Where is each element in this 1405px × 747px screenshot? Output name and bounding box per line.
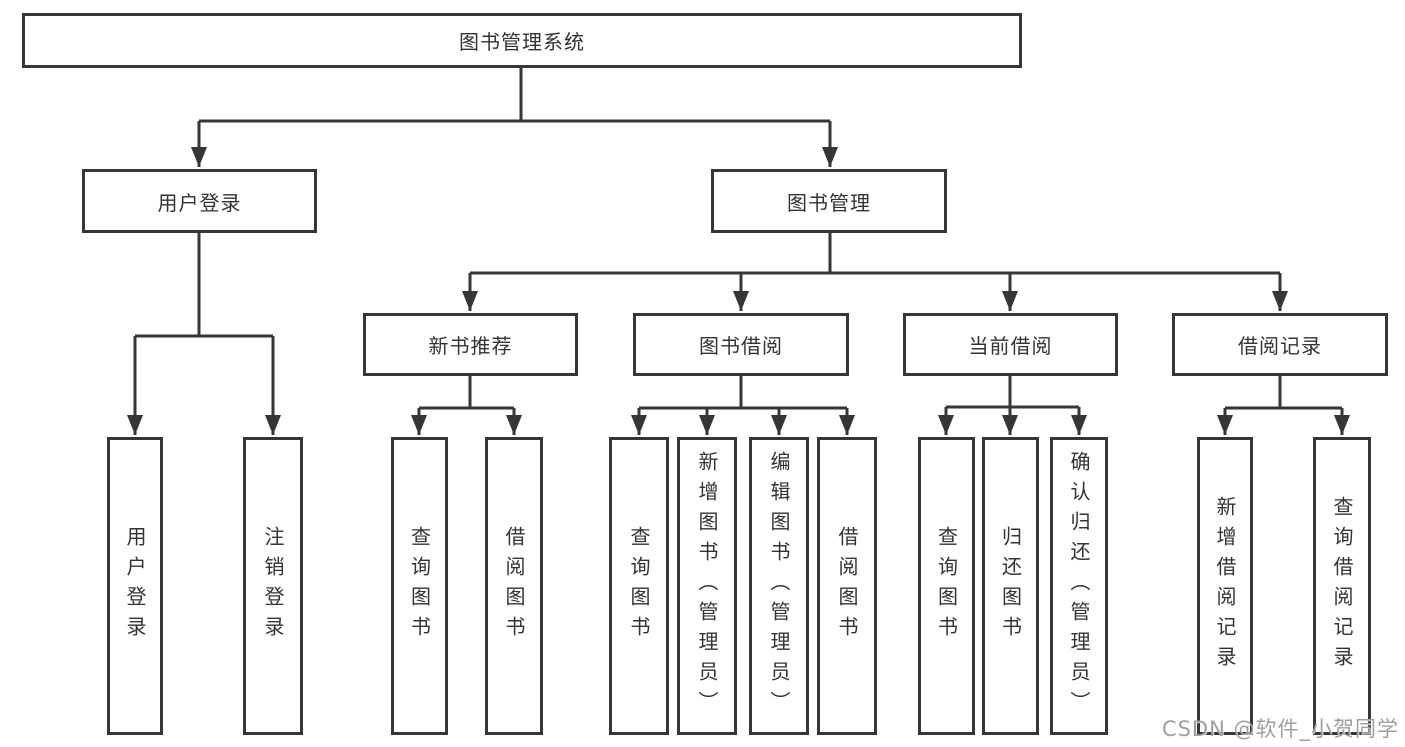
leaf-borrow-query-books: 查询图书 <box>609 437 669 735</box>
node-label: 用户登录 <box>123 526 147 646</box>
node-label: 归还图书 <box>998 526 1023 646</box>
leaf-confirm-return-admin: 确认归还（管理员） <box>1050 437 1108 735</box>
node-label: 确认归还（管理员） <box>1067 451 1091 721</box>
edges-root-to-level2 <box>191 68 838 167</box>
leaf-newbook-query-books: 查询图书 <box>391 437 448 735</box>
node-label: 借阅记录 <box>1238 334 1322 358</box>
node-current-borrowing: 当前借阅 <box>903 313 1118 376</box>
node-label: 图书管理系统 <box>459 30 585 54</box>
node-label: 新增借阅记录 <box>1213 496 1237 676</box>
node-label: 查询借阅记录 <box>1330 496 1354 676</box>
node-label: 注销登录 <box>261 526 285 646</box>
leaf-add-book-admin: 新增图书（管理员） <box>677 437 737 735</box>
node-label: 借阅图书 <box>835 526 859 646</box>
edges-new-book-rec-children <box>411 376 522 435</box>
node-borrowing-records: 借阅记录 <box>1172 313 1388 376</box>
leaf-logout: 注销登录 <box>243 437 303 735</box>
leaf-current-query-books: 查询图书 <box>918 437 975 735</box>
node-book-borrowing: 图书借阅 <box>633 313 849 376</box>
edges-current-borrow-children <box>938 376 1087 435</box>
edges-user-login-children <box>127 233 281 435</box>
leaf-newbook-borrow-books: 借阅图书 <box>485 437 543 735</box>
node-user-login: 用户登录 <box>82 169 317 233</box>
node-label: 编辑图书（管理员） <box>767 451 791 721</box>
leaf-borrow-book: 借阅图书 <box>817 437 877 735</box>
csdn-watermark: CSDN @软件_小贺同学 <box>1161 717 1399 741</box>
leaf-edit-book-admin: 编辑图书（管理员） <box>749 437 809 735</box>
node-label: 查询图书 <box>627 526 651 646</box>
leaf-add-borrow-record: 新增借阅记录 <box>1197 437 1253 735</box>
node-label: 查询图书 <box>934 526 959 646</box>
node-label: 借阅图书 <box>502 526 526 646</box>
edges-borrow-records-children <box>1217 376 1350 435</box>
node-label: 查询图书 <box>407 526 432 646</box>
node-root: 图书管理系统 <box>22 13 1022 68</box>
node-label: 新书推荐 <box>428 334 513 358</box>
node-new-book-recommendation: 新书推荐 <box>363 313 578 376</box>
edges-book-mgmt-children <box>462 232 1288 311</box>
node-book-management: 图书管理 <box>711 169 947 233</box>
node-label: 当前借阅 <box>968 334 1053 358</box>
node-label: 用户登录 <box>157 190 242 215</box>
node-label: 新增图书（管理员） <box>695 451 719 721</box>
node-label: 图书管理 <box>787 190 871 215</box>
leaf-return-book: 归还图书 <box>982 437 1039 735</box>
leaf-user-login: 用户登录 <box>107 437 163 735</box>
node-label: 图书借阅 <box>699 334 783 358</box>
leaf-query-borrow-record: 查询借阅记录 <box>1313 437 1371 735</box>
edges-book-borrow-children <box>631 376 855 435</box>
